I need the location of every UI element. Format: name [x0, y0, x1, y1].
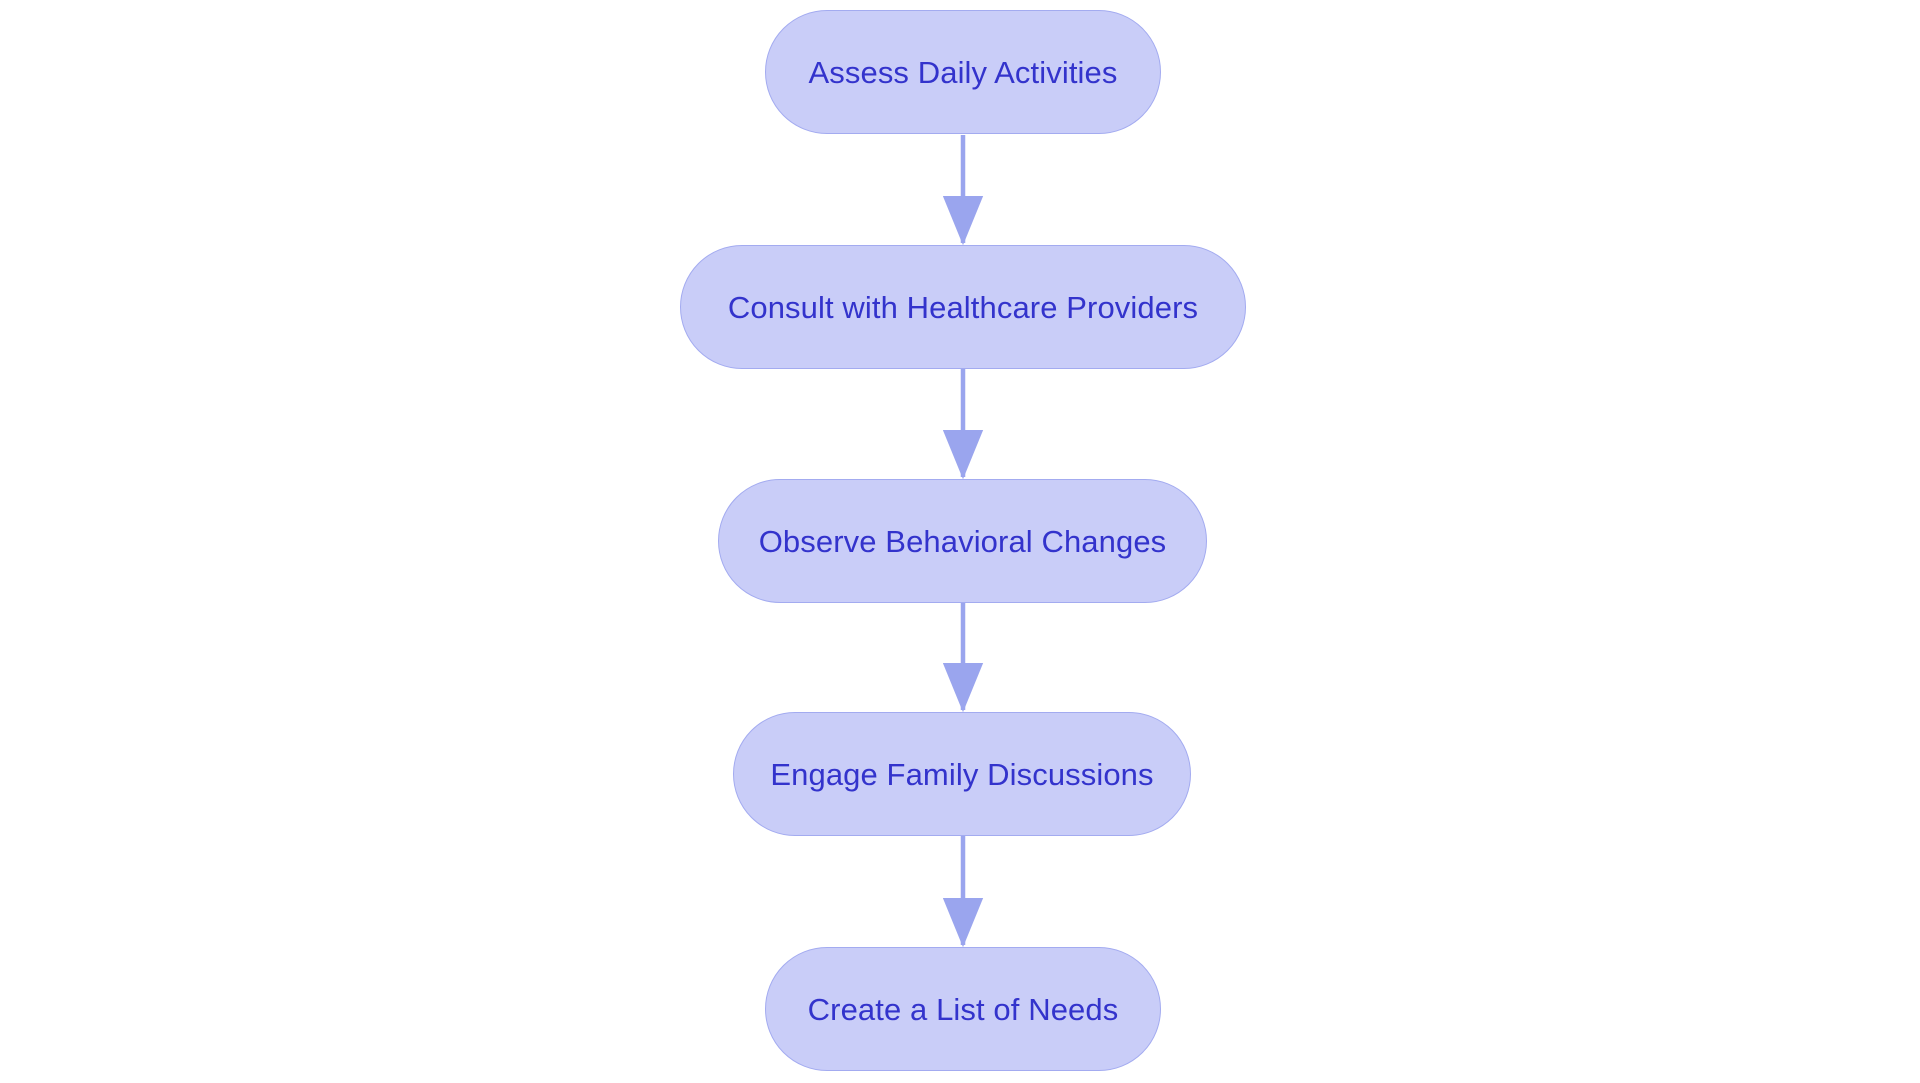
flow-node-label: Create a List of Needs [807, 991, 1119, 1027]
flow-node-label: Engage Family Discussions [770, 756, 1154, 792]
flow-node-engage-family-discussions[interactable]: Engage Family Discussions [733, 712, 1191, 836]
flow-node-label: Observe Behavioral Changes [758, 523, 1167, 559]
flow-node-consult-with-healthcare-providers[interactable]: Consult with Healthcare Providers [680, 245, 1246, 369]
flow-node-label: Assess Daily Activities [808, 54, 1118, 90]
flow-node-observe-behavioral-changes[interactable]: Observe Behavioral Changes [718, 479, 1207, 603]
flow-node-label: Consult with Healthcare Providers [727, 289, 1199, 325]
flow-node-assess-daily-activities[interactable]: Assess Daily Activities [765, 10, 1161, 134]
flow-node-create-a-list-of-needs[interactable]: Create a List of Needs [765, 947, 1161, 1071]
